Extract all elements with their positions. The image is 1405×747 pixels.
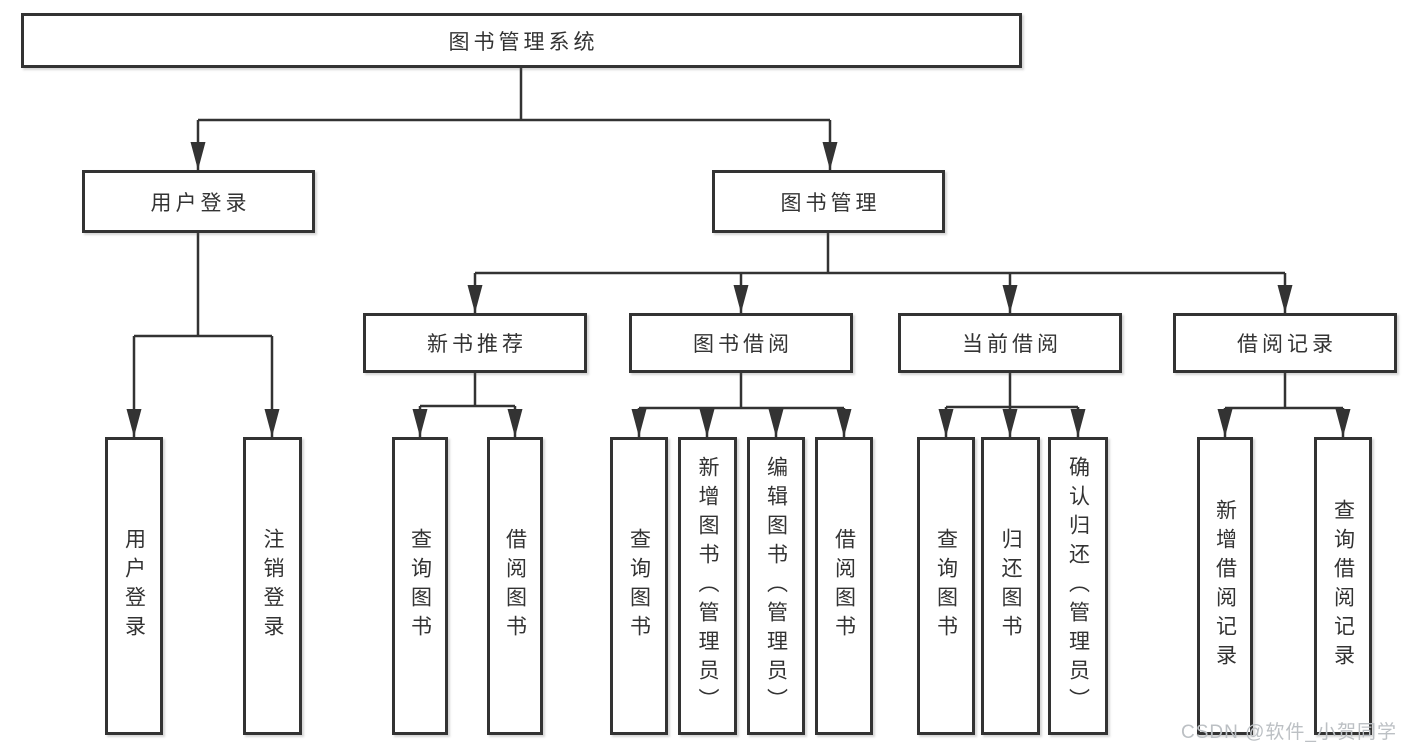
node-user-login-branch: 用户登录 [82, 170, 315, 233]
node-label: 用户登录 [150, 191, 251, 215]
node-add-book-admin: 新增图书（管理员） [678, 437, 737, 735]
node-label: 归还图书 [999, 528, 1022, 644]
node-label: 图书管理系统 [448, 30, 599, 54]
node-label: 注销登录 [261, 528, 284, 644]
node-borrow-books-recommend: 借阅图书 [487, 437, 543, 735]
node-label: 图书借阅 [693, 333, 793, 356]
node-edit-book-admin: 编辑图书（管理员） [747, 437, 805, 735]
node-borrow-books: 借阅图书 [815, 437, 873, 735]
node-label: 借阅图书 [503, 528, 527, 644]
node-library-management-system: 图书管理系统 [21, 13, 1022, 68]
csdn-watermark: CSDN @软件_小贺同学 [1181, 722, 1397, 743]
node-label: 图书管理 [780, 191, 881, 215]
node-query-books-borrowing: 查询图书 [610, 437, 668, 735]
node-user-login: 用户登录 [105, 437, 163, 735]
node-label: 查询图书 [408, 528, 432, 644]
node-label: 当前借阅 [962, 333, 1062, 356]
node-book-borrowing: 图书借阅 [629, 313, 853, 373]
connector-arrowheads [126, 142, 1351, 437]
connector-stems [132, 68, 1345, 437]
node-book-management-branch: 图书管理 [712, 170, 945, 233]
node-logout: 注销登录 [243, 437, 302, 735]
node-current-borrowing: 当前借阅 [898, 313, 1122, 373]
node-query-books-current: 查询图书 [917, 437, 975, 735]
node-label: 借阅记录 [1237, 333, 1337, 356]
node-label: 确认归还（管理员） [1066, 455, 1090, 717]
node-label: 查询借阅记录 [1331, 499, 1355, 673]
node-label: 用户登录 [122, 528, 146, 644]
node-add-borrow-record: 新增借阅记录 [1197, 437, 1253, 735]
node-label: 新书推荐 [427, 333, 527, 356]
node-label: 查询图书 [627, 528, 651, 644]
node-query-borrow-record: 查询借阅记录 [1314, 437, 1372, 735]
node-label: 编辑图书（管理员） [764, 455, 788, 717]
node-query-books-recommend: 查询图书 [392, 437, 448, 735]
node-label: 新增图书（管理员） [696, 455, 719, 717]
node-label: 借阅图书 [832, 528, 856, 644]
node-label: 新增借阅记录 [1213, 499, 1237, 673]
node-new-book-recommendation: 新书推荐 [363, 313, 587, 373]
node-borrowing-records: 借阅记录 [1173, 313, 1397, 373]
node-return-books: 归还图书 [981, 437, 1040, 735]
node-label: 查询图书 [934, 528, 958, 644]
node-confirm-return-admin: 确认归还（管理员） [1048, 437, 1108, 735]
